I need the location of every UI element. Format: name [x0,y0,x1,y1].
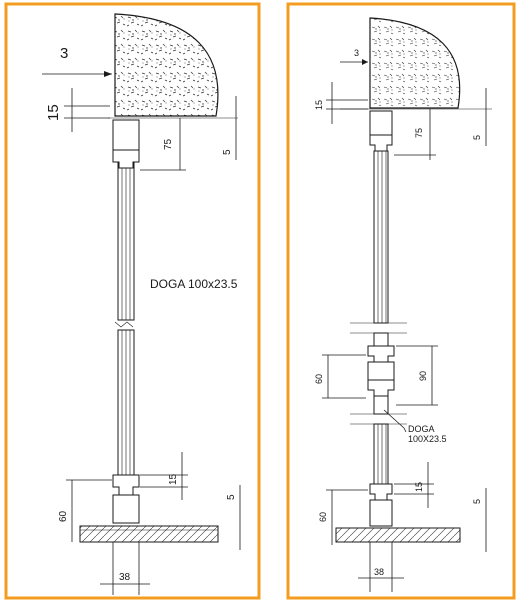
right-stone-block [369,17,461,109]
right-doga-label-line2: 100X23.5 [408,434,447,444]
right-dim-38: 38 [374,567,384,577]
left-doga-label: DOGA 100x23.5 [150,277,238,291]
right-doga-label-line1: DOGA [408,424,435,434]
right-dim-75: 75 [414,128,424,138]
right-frame-border [286,2,516,600]
right-dim-15: 15 [314,100,324,110]
left-frame-border [4,2,261,600]
right-profile [350,110,407,527]
left-dim-5-top: 5 [222,149,233,155]
left-section-drawing: 3 15 75 5 DOGA 100x23.5 15 60 5 38 [4,2,261,600]
left-dim-60: 60 [58,510,69,522]
left-stone-block [114,13,219,117]
right-dim-60-bottom: 60 [318,512,328,522]
right-drawing-svg: 3 15 75 5 60 90 DOGA 100X23.5 15 [286,2,516,600]
left-dim-38: 38 [119,572,131,583]
right-dim-5-bottom: 5 [472,499,482,504]
right-dim-15-bottom: 15 [414,482,424,492]
left-profile [112,119,140,524]
left-dim-3: 3 [60,45,68,62]
right-dim-90: 90 [418,371,428,381]
left-floor-slab [79,525,219,543]
left-dim-75: 75 [163,138,174,150]
right-dim-3: 3 [354,48,359,58]
left-drawing-svg: 3 15 75 5 DOGA 100x23.5 15 60 5 38 [4,2,261,600]
left-dim-15-bottom: 15 [168,473,179,485]
right-floor-slab [335,527,461,543]
right-dim-60-mid: 60 [314,374,324,384]
right-section-drawing: 3 15 75 5 60 90 DOGA 100X23.5 15 [262,0,517,602]
right-dim-5-top: 5 [472,135,482,140]
left-dim-15: 15 [45,104,62,121]
left-dim-5-bottom: 5 [226,494,237,500]
